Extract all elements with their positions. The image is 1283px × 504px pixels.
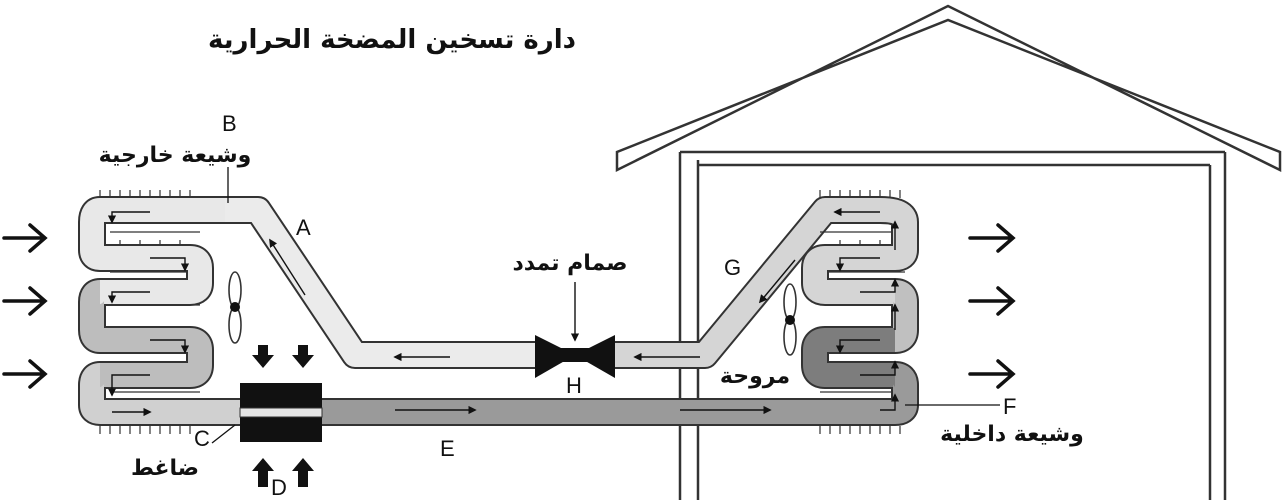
letter-c: C [194,426,210,451]
letter-f: F [1003,394,1016,419]
letter-b: B [222,111,237,136]
letter-a: A [296,215,311,240]
indoor-airflow-arrows [968,223,1016,389]
pipe-a [225,196,545,369]
outdoor-coil-label: وشيعة خارجية [99,143,252,168]
letter-d: D [271,475,287,500]
outdoor-fan [228,271,242,344]
indoor-coil-label: وشيعة داخلية [940,422,1084,447]
compressor [239,345,323,487]
pipe-g [605,196,885,369]
expansion-valve [535,282,615,378]
letter-h: H [566,373,582,398]
expansion-valve-label: صمام تمدد [512,251,627,276]
fan-label: مروحة [720,364,790,389]
letter-g: G [724,255,741,280]
house-outline [615,4,1282,500]
diagram-title: دارة تسخين المضخة الحرارية [208,25,576,55]
pipe-e [320,398,880,426]
indoor-coil [801,190,919,434]
outdoor-coil [78,190,240,434]
compressor-label: ضاغط [131,456,199,481]
indoor-fan [783,283,797,356]
letter-e: E [440,436,455,461]
outdoor-airflow-arrows [2,223,48,389]
compressor-leader [211,424,236,444]
